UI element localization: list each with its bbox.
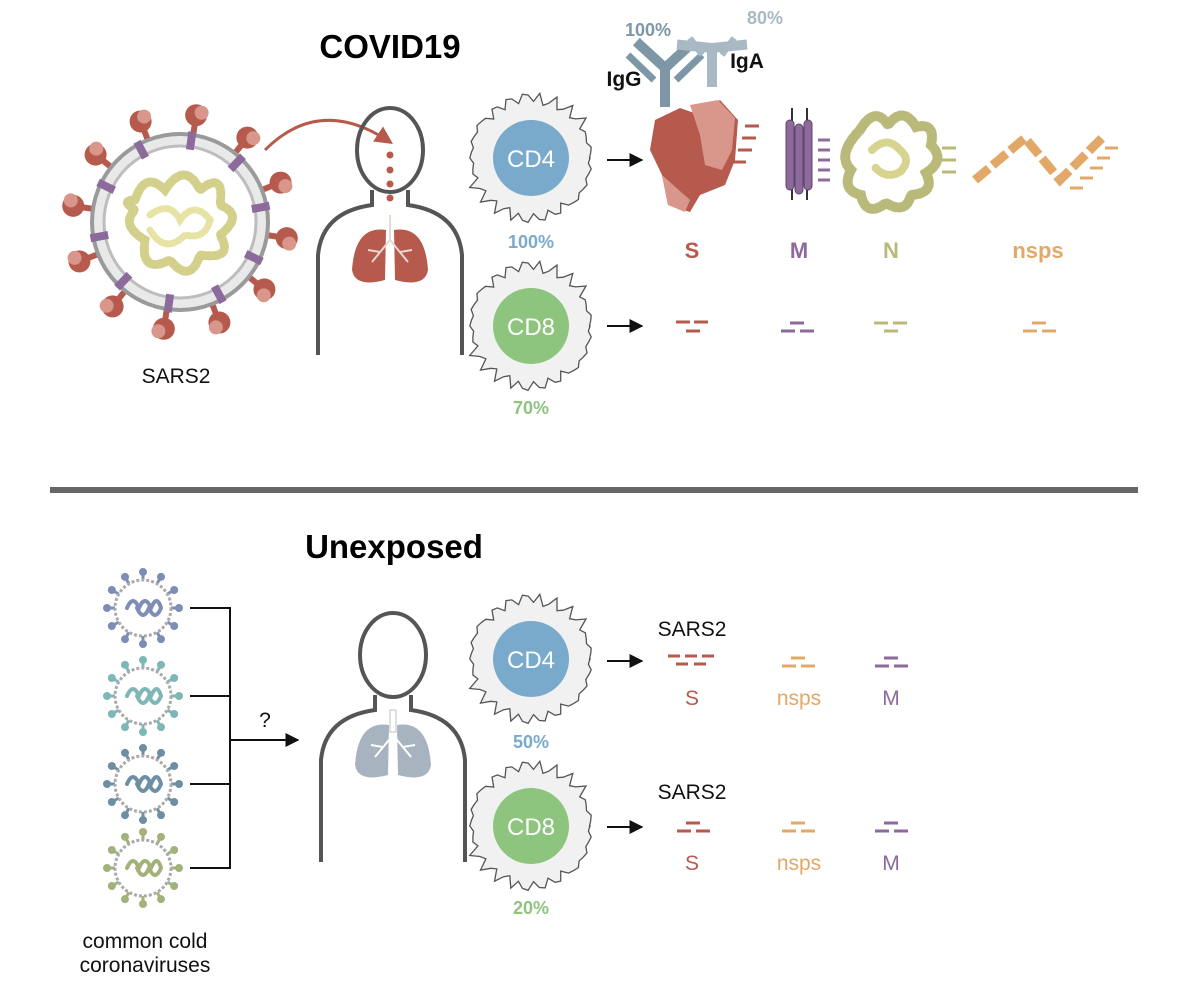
common-cold-label-line1: common cold [83,930,208,953]
iga-antibody-icon [676,36,748,87]
igg-percent: 100% [625,20,671,40]
protein-label-nsps: nsps [1012,238,1063,263]
nsps-epitopes-cd4 [1070,146,1118,190]
common-cold-viruses-group [103,568,183,908]
cd4-label: CD4 [507,146,555,173]
membrane-protein-icon [785,108,813,200]
cd8-epitopes-top [676,320,1056,333]
nucleocapsid-icon [840,110,943,214]
spike-protein-icon [650,100,738,212]
unexposed-title: Unexposed [305,528,483,565]
cd8-tcell-icon-unexposed [468,759,592,892]
cd8-label-unexposed: CD8 [507,814,555,841]
cold-virus-icon [103,828,183,908]
s-epitopes-cd4 [732,124,759,164]
cd8-label: CD8 [507,314,555,341]
cd4-epitopes-unexposed [668,654,908,668]
cd8-percent: 70% [513,398,549,418]
cd8-tcell-icon [468,259,592,392]
n-epitopes-cd4 [942,146,956,174]
igg-label: IgG [607,68,642,91]
iga-percent: 80% [747,8,783,28]
cd4-percent-unexposed: 50% [513,732,549,752]
infection-arrow [263,118,393,152]
cd8-target-title: SARS2 [658,781,727,804]
cd8-target-nsps: nsps [777,852,821,875]
cd4-label-unexposed: CD4 [507,647,555,674]
human-unexposed-icon [319,611,467,862]
iga-label: IgA [730,50,764,73]
nsps-icon [972,131,1106,187]
cd8-target-m: M [882,852,900,875]
cd4-tcell-icon-unexposed [468,592,592,725]
question-mark: ? [259,709,271,732]
covid19-title: COVID19 [319,28,460,65]
cold-virus-icon [103,568,183,648]
protein-label-m: M [790,238,808,263]
protein-label-n: N [883,238,899,263]
common-cold-label-line2: coronaviruses [80,954,211,977]
sars2-virus-icon [62,104,298,340]
human-exposed-icon [316,106,464,355]
cd8-epitopes-unexposed [677,821,908,833]
igg-antibody-icon [625,37,705,107]
cold-virus-icon [103,744,183,824]
cd4-target-s: S [685,687,699,710]
convergence-bracket [190,607,300,869]
cd4-target-title: SARS2 [658,618,727,641]
cd4-target-nsps: nsps [777,687,821,710]
cd8-percent-unexposed: 20% [513,898,549,918]
cd4-tcell-icon [468,91,592,224]
section-divider [50,487,1138,493]
cd4-percent: 100% [508,232,554,252]
m-epitopes-cd4 [818,138,830,182]
sars2-label: SARS2 [142,365,211,388]
protein-label-s: S [685,238,700,263]
cd4-target-m: M [882,687,900,710]
cd8-target-s: S [685,852,699,875]
cold-virus-icon [103,656,183,736]
